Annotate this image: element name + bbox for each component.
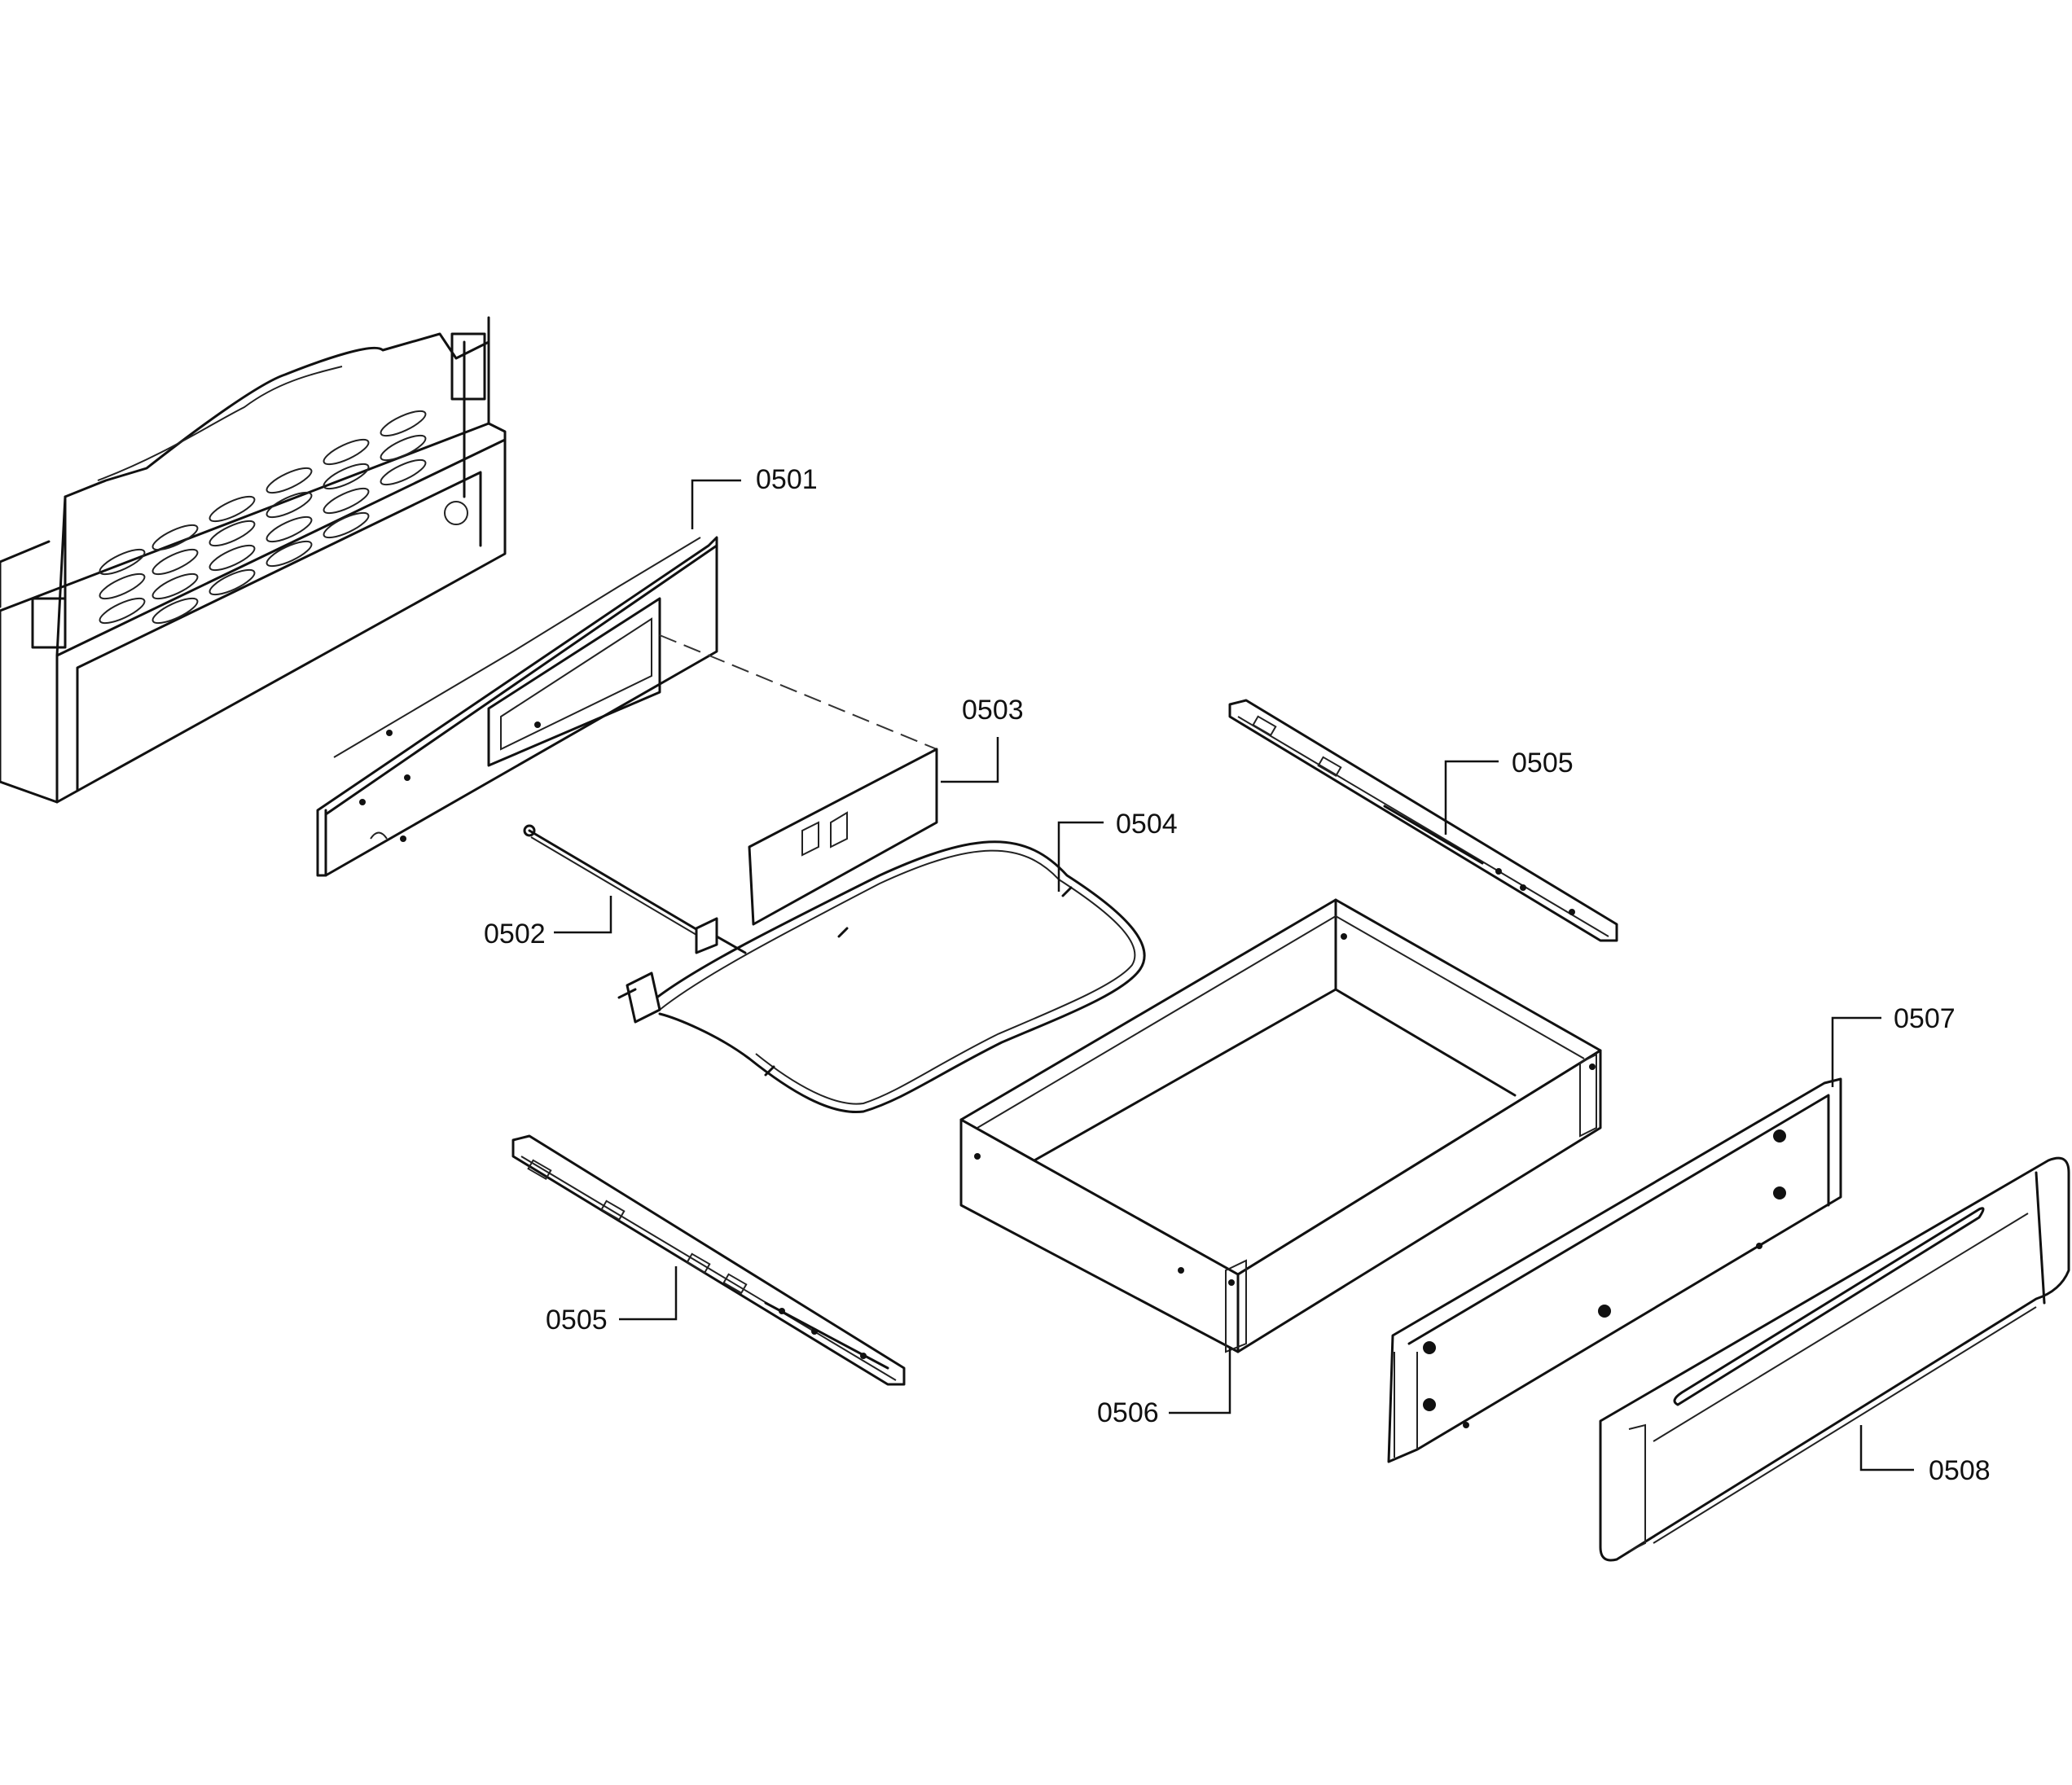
- callout-0506: 0506: [1097, 1397, 1159, 1428]
- callout-0501: 0501: [756, 464, 818, 495]
- callout-0503: 0503: [962, 695, 1024, 726]
- oven-cavity-frame: [0, 316, 507, 804]
- part-0505-right-drawer-slide: [1228, 699, 1618, 942]
- leader-0508: [1859, 1425, 1914, 1471]
- part-0505-left-drawer-slide: [511, 1134, 906, 1386]
- leader-0501: [691, 479, 741, 529]
- assembly-guide-line: [659, 634, 937, 750]
- part-0503-cover-plate: [748, 748, 938, 926]
- part-0501-back-panel: [316, 536, 718, 877]
- leader-0505a: [1444, 760, 1499, 835]
- callout-0507: 0507: [1894, 1003, 1956, 1034]
- part-0508-outer-drawer-front: [1599, 1156, 2070, 1562]
- part-0502-temperature-sensor: [523, 824, 747, 954]
- callout-0508: 0508: [1929, 1455, 1991, 1486]
- part-0507-inner-drawer-front: [1387, 1077, 1842, 1463]
- leader-0505b: [619, 1266, 678, 1321]
- leader-0503: [941, 737, 999, 783]
- leader-0504: [1057, 821, 1104, 892]
- part-0504-bake-element: [617, 840, 1146, 1114]
- leader-0506: [1169, 1348, 1231, 1414]
- callout-0504: 0504: [1116, 809, 1178, 840]
- part-0506-drawer-box: [959, 898, 1602, 1353]
- leader-0507: [1831, 1016, 1881, 1087]
- callout-0505-right: 0505: [1512, 748, 1574, 778]
- callout-0505-left: 0505: [546, 1305, 608, 1335]
- callout-0502: 0502: [484, 919, 546, 950]
- oven-vent-slots: [99, 410, 427, 625]
- leader-0502: [554, 896, 612, 934]
